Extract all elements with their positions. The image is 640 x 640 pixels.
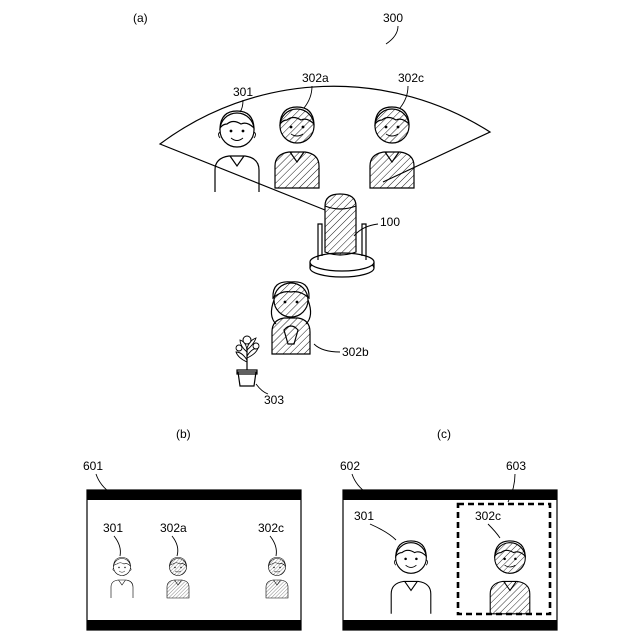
label-302a: 302a bbox=[302, 71, 329, 85]
label-301: 301 bbox=[233, 85, 253, 99]
c-label-302c: 302c bbox=[475, 509, 501, 523]
b-label-301: 301 bbox=[103, 521, 123, 535]
label-602: 602 bbox=[340, 459, 360, 473]
label-603: 603 bbox=[506, 459, 526, 473]
device-100 bbox=[310, 194, 374, 277]
leader-302a bbox=[304, 86, 312, 108]
label-303: 303 bbox=[264, 393, 284, 407]
leader-302b bbox=[314, 344, 340, 352]
label-300: 300 bbox=[383, 11, 403, 25]
label-601: 601 bbox=[83, 459, 103, 473]
person-301 bbox=[215, 111, 259, 192]
sensing-range-sector bbox=[160, 86, 490, 210]
panel-a: (a) 300 301 302a 302c 100 bbox=[133, 11, 490, 407]
person-302a bbox=[275, 107, 319, 188]
label-302c: 302c bbox=[398, 71, 424, 85]
panel-b-label: (b) bbox=[176, 427, 191, 441]
panel-b: (b) 601 301 302a 302c bbox=[83, 427, 301, 630]
screen-601-bottom-bar bbox=[87, 620, 301, 630]
plant-303 bbox=[236, 336, 259, 386]
leader-300 bbox=[386, 26, 398, 44]
person-302b bbox=[271, 282, 310, 354]
panel-a-label: (a) bbox=[133, 11, 148, 25]
b-label-302a: 302a bbox=[160, 521, 187, 535]
c-label-301: 301 bbox=[354, 509, 374, 523]
b-label-302c: 302c bbox=[258, 521, 284, 535]
panel-c-label: (c) bbox=[437, 427, 451, 441]
label-302b: 302b bbox=[342, 345, 369, 359]
person-302c bbox=[370, 107, 414, 188]
screen-601-top-bar bbox=[87, 490, 301, 500]
label-100: 100 bbox=[380, 215, 400, 229]
panel-c: (c) 602 603 301 302c bbox=[340, 427, 557, 630]
screen-602-bottom-bar bbox=[343, 620, 557, 630]
leader-302c bbox=[400, 86, 408, 108]
screen-602-top-bar bbox=[343, 490, 557, 500]
